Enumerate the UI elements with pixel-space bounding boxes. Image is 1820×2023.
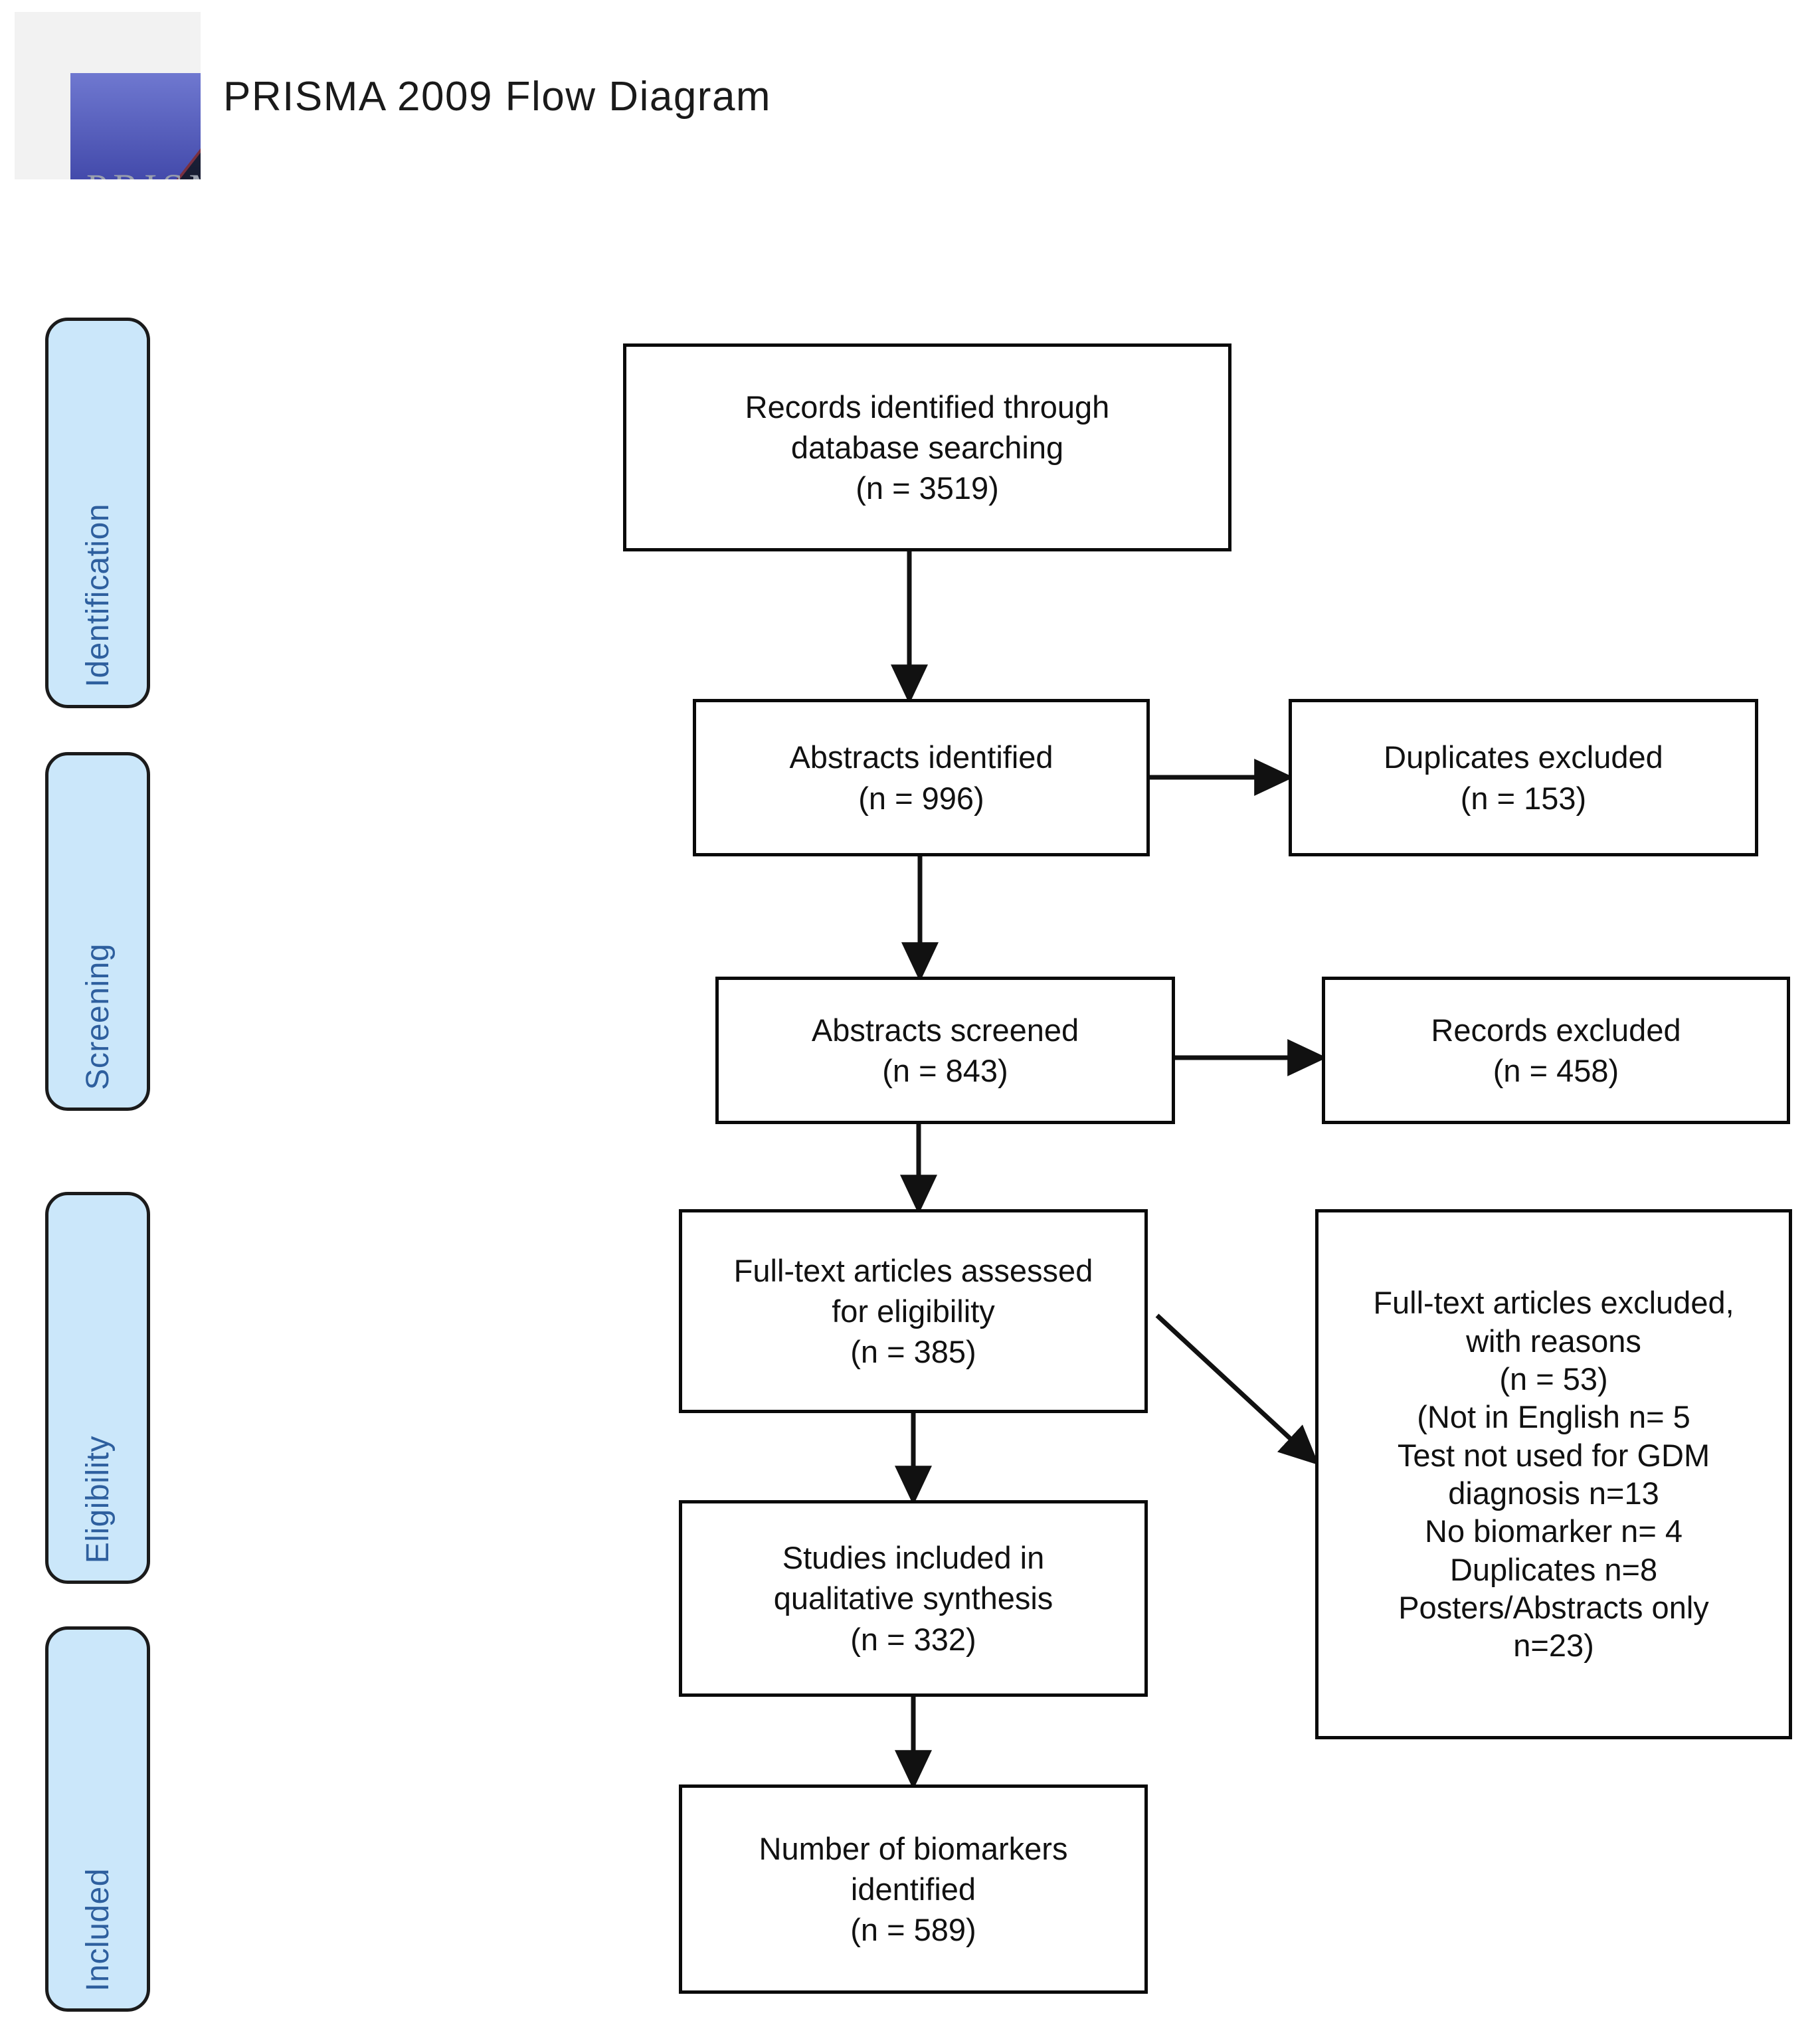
box-line: Records excluded <box>1431 1012 1681 1048</box>
box-line: Records identified through <box>745 389 1110 425</box>
box-line: (Not in English n= 5 <box>1417 1399 1690 1435</box>
box-line: (n = 53) <box>1499 1361 1608 1397</box>
box-line: Full-text articles excluded, <box>1373 1285 1734 1321</box>
box-line: identified <box>850 1871 976 1907</box>
prisma-logo-graphic: PRISMA <box>60 64 201 179</box>
box-line: (n = 3519) <box>856 470 999 506</box>
stage-label-included: Included <box>45 1626 150 2012</box>
records-excluded-box: Records excluded (n = 458) <box>1322 977 1790 1124</box>
svg-text:PRISMA: PRISMA <box>86 166 201 179</box>
box-line: (n = 385) <box>850 1334 976 1370</box>
box-line: with reasons <box>1466 1323 1641 1359</box>
box-line: Studies included in <box>782 1540 1045 1576</box>
duplicates-excluded-box: Duplicates excluded (n = 153) <box>1289 699 1758 856</box>
box-line: Abstracts identified <box>789 739 1053 775</box>
biomarkers-identified-box: Number of biomarkers identified (n = 589… <box>679 1784 1148 1994</box>
box-line: (n = 843) <box>882 1053 1008 1088</box>
stage-label-identification: Identification <box>45 318 150 708</box>
box-line: (n = 996) <box>858 780 984 816</box>
stage-label-screening: Screening <box>45 752 150 1111</box>
records-identified-box: Records identified through database sear… <box>623 343 1231 551</box>
box-line: No biomarker n= 4 <box>1425 1513 1683 1549</box>
stage-label-eligibility: Eligibility <box>45 1192 150 1584</box>
connector-fulltext-to-excluded <box>1155 1313 1319 1466</box>
prisma-logo: PRISMA <box>15 12 201 179</box>
fulltext-excluded-box: Full-text articles excluded, with reason… <box>1315 1209 1792 1739</box>
box-line: Abstracts screened <box>811 1012 1079 1048</box>
box-line: Full-text articles assessed <box>733 1252 1093 1288</box>
abstracts-identified-box: Abstracts identified (n = 996) <box>693 699 1150 856</box>
box-line: n=23) <box>1513 1628 1594 1664</box>
box-line: Duplicates excluded <box>1384 739 1663 775</box>
stage-label-eligibility-text: Eligibility <box>80 1435 116 1563</box>
box-line: (n = 589) <box>850 1912 976 1948</box>
box-line: (n = 153) <box>1460 780 1587 816</box>
stage-label-included-text: Included <box>80 1868 116 1991</box>
page-title: PRISMA 2009 Flow Diagram <box>223 74 772 120</box>
box-line: diagnosis n=13 <box>1448 1476 1659 1511</box>
stage-label-identification-text: Identification <box>80 504 116 688</box>
studies-included-box: Studies included in qualitative synthesi… <box>679 1500 1148 1697</box>
abstracts-screened-box: Abstracts screened (n = 843) <box>715 977 1175 1124</box>
box-line: Posters/Abstracts only <box>1398 1589 1709 1625</box>
box-line: (n = 332) <box>850 1621 976 1657</box>
box-line: for eligibility <box>832 1293 995 1329</box>
box-line: Number of biomarkers <box>759 1830 1068 1866</box>
box-line: Test not used for GDM <box>1397 1437 1710 1473</box>
fulltext-assessed-box: Full-text articles assessed for eligibil… <box>679 1209 1148 1413</box>
box-line: (n = 458) <box>1493 1053 1619 1088</box>
box-line: database searching <box>790 429 1064 465</box>
box-line: Duplicates n=8 <box>1449 1551 1658 1587</box>
box-line: qualitative synthesis <box>773 1581 1053 1616</box>
stage-label-screening-text: Screening <box>80 943 116 1090</box>
